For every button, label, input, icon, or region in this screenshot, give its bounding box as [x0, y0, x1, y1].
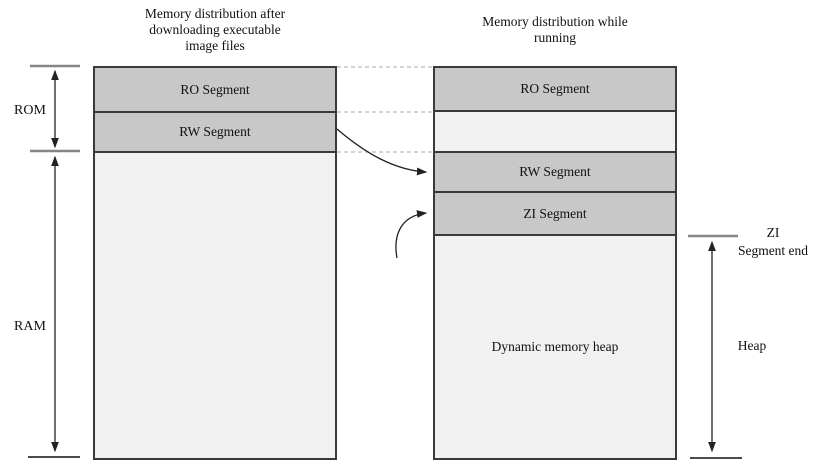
right-dynamic-heap-region: Dynamic memory heap — [435, 236, 675, 458]
heap-label: Heap — [737, 338, 767, 353]
right-zi-segment: ZI Segment — [435, 193, 675, 236]
right-empty-region — [435, 112, 675, 153]
right-memory-column: RO Segment RW Segment ZI Segment Dynamic… — [433, 66, 677, 460]
left-rw-segment: RW Segment — [95, 113, 335, 153]
zi-relocation-arrow — [395, 210, 428, 259]
left-column-title: Memory distribution after downloading ex… — [144, 6, 286, 53]
right-rw-segment: RW Segment — [435, 153, 675, 193]
ram-label: RAM — [14, 319, 46, 334]
right-column-title: Memory distribution while running — [482, 14, 628, 45]
rom-label: ROM — [14, 103, 46, 118]
left-empty-region — [95, 153, 335, 458]
rw-relocation-arrow — [336, 128, 428, 176]
left-memory-column: RO Segment RW Segment — [93, 66, 337, 460]
left-ro-segment: RO Segment — [95, 68, 335, 113]
right-ro-segment: RO Segment — [435, 68, 675, 112]
zi-segment-end-label: ZI Segment end — [737, 225, 809, 258]
